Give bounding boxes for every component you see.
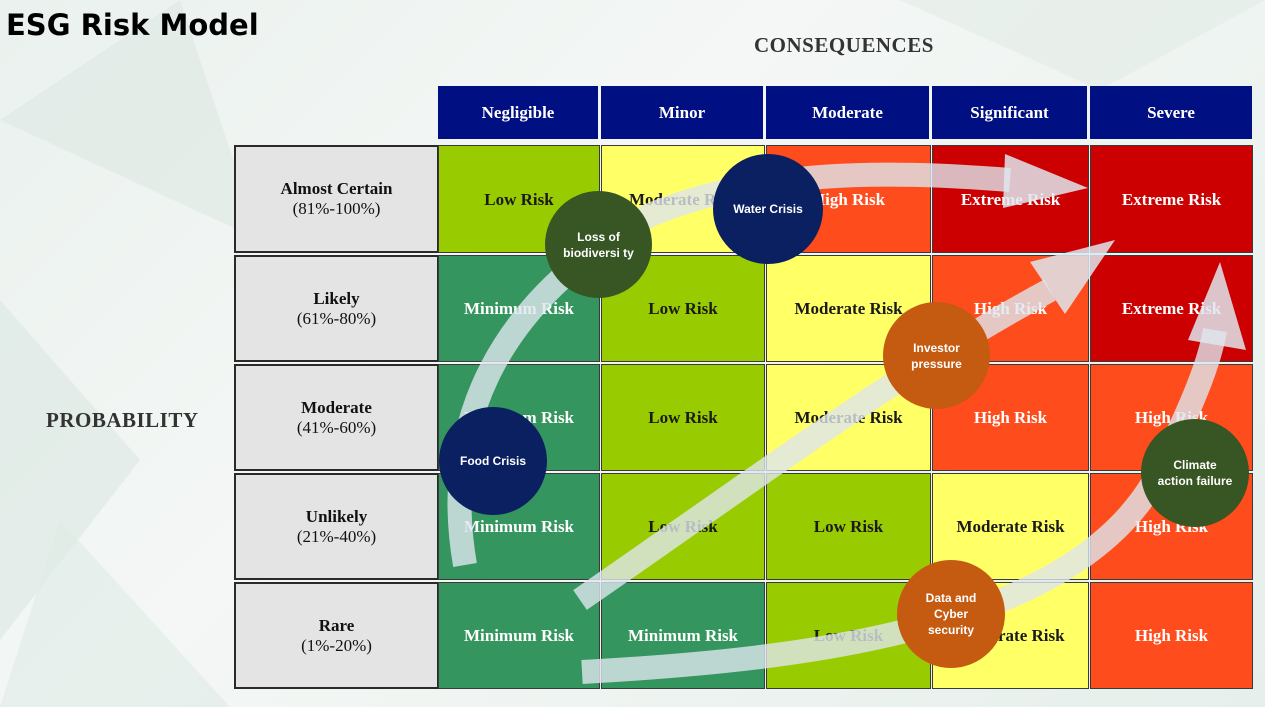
risk-cell-moderate-minor: Low Risk (601, 364, 765, 471)
row-label-range: (81%-100%) (292, 199, 381, 218)
row-label-name: Rare (318, 615, 355, 635)
risk-bubble-food-crisis: Food Crisis (439, 407, 547, 515)
risk-bubble-climate-action-failure: Climate action failure (1141, 419, 1249, 527)
row-label-name: Likely (313, 288, 360, 308)
risk-bubble-water-crisis: Water Crisis (713, 154, 823, 264)
row-label-rare: Rare(1%-20%) (234, 582, 439, 689)
risk-cell-unlikely-minor: Low Risk (601, 473, 765, 580)
consequences-axis-label: CONSEQUENCES (754, 33, 934, 57)
row-label-name: Moderate (301, 397, 372, 417)
risk-cell-rare-minor: Minimum Risk (601, 582, 765, 689)
row-label-range: (61%-80%) (296, 308, 377, 328)
probability-axis-label: PROBABILITY (46, 408, 199, 432)
risk-cell-rare-severe: High Risk (1090, 582, 1253, 689)
row-label-name: Unlikely (305, 506, 368, 526)
risk-cell-rare-negligible: Minimum Risk (438, 582, 600, 689)
row-label-likely: Likely(61%-80%) (234, 255, 439, 362)
column-header-severe: Severe (1090, 86, 1252, 139)
risk-cell-almost-certain-significant: Extreme Risk (932, 145, 1089, 253)
row-label-range: (41%-60%) (296, 417, 377, 437)
row-label-range: (1%-20%) (301, 635, 372, 655)
row-label-unlikely: Unlikely(21%-40%) (234, 473, 439, 580)
risk-bubble-data-and-cyber-security: Data and Cyber security (897, 560, 1005, 668)
row-label-almost-certain: Almost Certain(81%-100%) (234, 145, 439, 253)
risk-bubble-investor-pressure: Investor pressure (883, 302, 990, 409)
risk-bubble-loss-of-biodiversi-ty: Loss of biodiversi ty (545, 191, 652, 298)
column-header-negligible: Negligible (438, 86, 598, 139)
risk-cell-unlikely-moderate: Low Risk (766, 473, 931, 580)
column-header-significant: Significant (932, 86, 1087, 139)
row-label-range: (21%-40%) (296, 526, 377, 546)
row-label-name: Almost Certain (280, 179, 393, 198)
row-label-moderate: Moderate(41%-60%) (234, 364, 439, 471)
page-title: ESG Risk Model (6, 8, 259, 42)
risk-cell-almost-certain-severe: Extreme Risk (1090, 145, 1253, 253)
risk-cell-likely-severe: Extreme Risk (1090, 255, 1253, 362)
column-header-moderate: Moderate (766, 86, 929, 139)
column-header-minor: Minor (601, 86, 763, 139)
